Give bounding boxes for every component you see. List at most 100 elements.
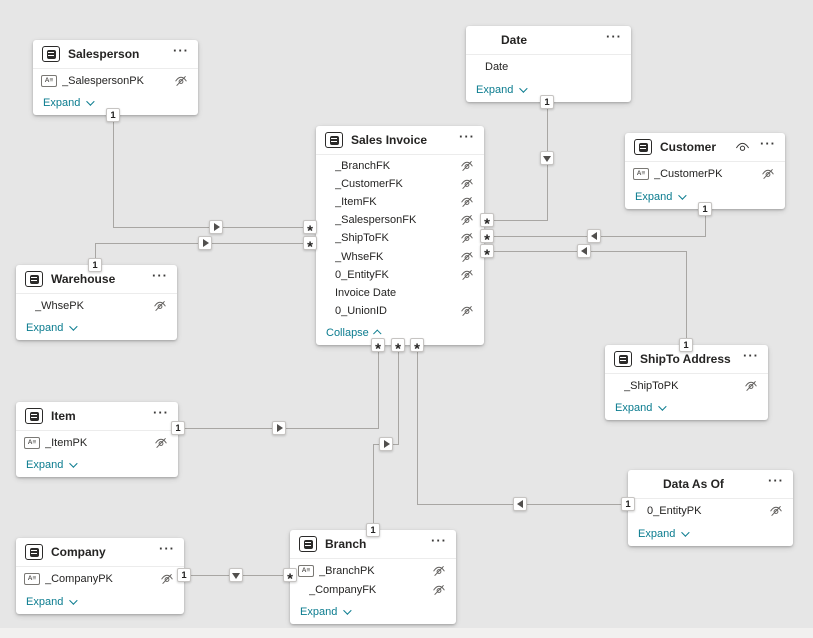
more-options-button[interactable]: ··· <box>760 136 776 151</box>
expand-collapse-toggle[interactable]: Expand <box>26 596 78 608</box>
filter-direction-left-icon[interactable] <box>577 244 591 258</box>
table-card-item[interactable]: Item ··· A≡ _ItemPK Expand <box>16 402 178 477</box>
triangle-glyph <box>543 155 551 162</box>
more-options-button[interactable]: ··· <box>743 348 759 363</box>
expand-collapse-toggle[interactable]: Collapse <box>326 327 382 339</box>
field-row[interactable]: A≡ _BranchPK <box>290 561 456 580</box>
relationship-line[interactable] <box>705 209 706 237</box>
more-options-button[interactable]: ··· <box>459 129 475 144</box>
table-header[interactable]: Salesperson ··· <box>33 40 198 69</box>
cardinality-one-marker[interactable]: 1 <box>698 202 712 216</box>
field-row[interactable]: A≡ _CompanyPK <box>16 569 184 589</box>
relationship-line[interactable] <box>378 345 379 428</box>
table-header[interactable]: Date ··· <box>466 26 631 55</box>
table-header[interactable]: Item ··· <box>16 402 178 431</box>
cardinality-many-marker[interactable]: * <box>410 338 424 357</box>
field-row[interactable]: _WhseFK <box>316 248 484 266</box>
field-row[interactable]: Invoice Date <box>316 284 484 302</box>
filter-direction-right-icon[interactable] <box>209 220 223 234</box>
expand-collapse-toggle[interactable]: Expand <box>26 322 78 334</box>
field-row[interactable]: _ItemFK <box>316 193 484 211</box>
filter-direction-right-icon[interactable] <box>272 421 286 435</box>
cardinality-many-marker[interactable]: * <box>283 568 297 587</box>
table-card-company[interactable]: Company ··· A≡ _CompanyPK Expand <box>16 538 184 614</box>
cardinality-one-marker[interactable]: 1 <box>540 95 554 109</box>
table-header[interactable]: Branch ··· <box>290 530 456 559</box>
relationship-line[interactable] <box>95 243 96 265</box>
cardinality-one-marker[interactable]: 1 <box>366 523 380 537</box>
table-footer: Expand <box>33 91 198 115</box>
cardinality-many-marker[interactable]: * <box>303 220 317 239</box>
cardinality-many-marker[interactable]: * <box>480 213 494 232</box>
cardinality-one-marker[interactable]: 1 <box>621 497 635 511</box>
field-row[interactable]: A≡ _SalespersonPK <box>33 71 198 90</box>
table-card-warehouse[interactable]: Warehouse ··· _WhsePK Expand <box>16 265 177 340</box>
cardinality-many-marker[interactable]: * <box>371 338 385 357</box>
relationship-line[interactable] <box>373 444 374 530</box>
eye-icon[interactable] <box>735 140 750 155</box>
field-row[interactable]: 0_EntityFK <box>316 266 484 284</box>
expand-collapse-toggle[interactable]: Expand <box>26 459 78 471</box>
filter-direction-left-icon[interactable] <box>513 497 527 511</box>
field-row[interactable]: _ShipToFK <box>316 229 484 247</box>
more-options-button[interactable]: ··· <box>153 405 169 420</box>
cardinality-one-marker[interactable]: 1 <box>106 108 120 122</box>
filter-direction-right-icon[interactable] <box>198 236 212 250</box>
field-row[interactable]: 0_UnionID <box>316 302 484 320</box>
table-header[interactable]: Warehouse ··· <box>16 265 177 294</box>
relationship-line[interactable] <box>686 251 687 345</box>
cardinality-one-marker[interactable]: 1 <box>679 338 693 352</box>
cardinality-many-marker[interactable]: * <box>303 236 317 255</box>
field-row[interactable]: _SalespersonFK <box>316 211 484 229</box>
field-row[interactable]: 0_EntityPK <box>628 501 793 521</box>
field-row[interactable]: _BranchFK <box>316 157 484 175</box>
expand-collapse-toggle[interactable]: Expand <box>638 528 690 540</box>
field-row[interactable]: A≡ _ItemPK <box>16 433 178 452</box>
more-options-button[interactable]: ··· <box>431 533 447 548</box>
filter-direction-down-icon[interactable] <box>540 151 554 165</box>
field-row[interactable]: _ShipToPK <box>605 376 768 395</box>
field-row[interactable]: _CustomerFK <box>316 175 484 193</box>
cardinality-one-marker[interactable]: 1 <box>177 568 191 582</box>
table-card-customer[interactable]: Customer ··· A≡ _CustomerPK Expand <box>625 133 785 209</box>
filter-direction-right-icon[interactable] <box>379 437 393 451</box>
field-row[interactable]: Date <box>466 57 631 77</box>
table-card-sales_invoice[interactable]: Sales Invoice ··· _BranchFK _CustomerFK <box>316 126 484 345</box>
more-options-button[interactable]: ··· <box>173 43 189 58</box>
more-options-button[interactable]: ··· <box>159 541 175 556</box>
cardinality-many-marker[interactable]: * <box>391 338 405 357</box>
relationship-line[interactable] <box>417 345 418 505</box>
expand-collapse-toggle[interactable]: Expand <box>43 97 95 109</box>
relationship-line[interactable] <box>398 345 399 445</box>
expand-collapse-toggle[interactable]: Expand <box>635 191 687 203</box>
table-card-shipto_address[interactable]: ShipTo Address ··· _ShipToPK Expand <box>605 345 768 420</box>
more-options-button[interactable]: ··· <box>606 29 622 44</box>
more-options-button[interactable]: ··· <box>152 268 168 283</box>
filter-direction-down-icon[interactable] <box>229 568 243 582</box>
table-header[interactable]: ShipTo Address ··· <box>605 345 768 374</box>
expand-collapse-toggle[interactable]: Expand <box>476 84 528 96</box>
table-header[interactable]: Customer ··· <box>625 133 785 162</box>
table-card-branch[interactable]: Branch ··· A≡ _BranchPK _CompanyFK <box>290 530 456 624</box>
field-row[interactable]: _CompanyFK <box>290 580 456 599</box>
cardinality-one-marker[interactable]: 1 <box>171 421 185 435</box>
relationship-line[interactable] <box>484 220 548 221</box>
filter-direction-left-icon[interactable] <box>587 229 601 243</box>
table-header[interactable]: Sales Invoice ··· <box>316 126 484 155</box>
table-header[interactable]: Data As Of ··· <box>628 470 793 499</box>
horizontal-scrollbar[interactable] <box>0 628 813 638</box>
table-card-salesperson[interactable]: Salesperson ··· A≡ _SalespersonPK Expand <box>33 40 198 115</box>
table-card-data_as_of[interactable]: Data As Of ··· 0_EntityPK Expand <box>628 470 793 546</box>
expand-collapse-toggle[interactable]: Expand <box>615 402 667 414</box>
field-row[interactable]: A≡ _CustomerPK <box>625 164 785 184</box>
cardinality-many-marker[interactable]: * <box>480 229 494 248</box>
cardinality-many-marker[interactable]: * <box>480 244 494 263</box>
field-row[interactable]: _WhsePK <box>16 296 177 315</box>
table-header[interactable]: Company ··· <box>16 538 184 567</box>
table-card-date[interactable]: Date ··· Date Expand <box>466 26 631 102</box>
relationship-line[interactable] <box>113 115 114 227</box>
more-options-button[interactable]: ··· <box>768 473 784 488</box>
cardinality-one-marker[interactable]: 1 <box>88 258 102 272</box>
expand-collapse-toggle[interactable]: Expand <box>300 606 352 618</box>
